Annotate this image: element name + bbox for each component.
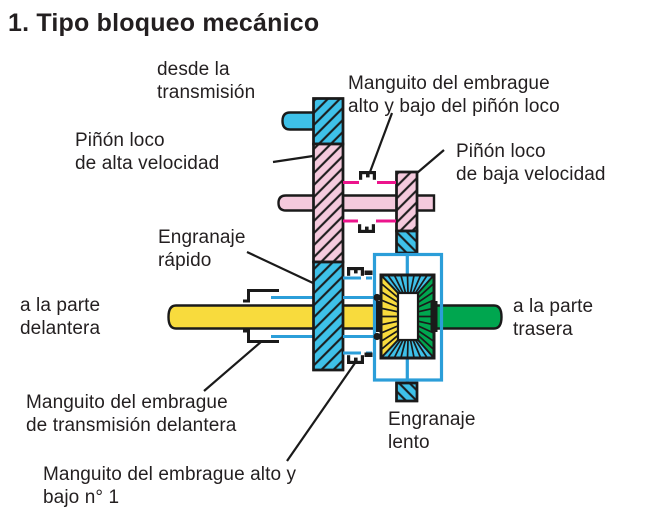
hub-front-shaft: [376, 301, 383, 332]
input-shaft-from-transmission: [281, 111, 316, 131]
rear-output-shaft-green: [430, 304, 503, 330]
label-manguito-transmision-delantera: Manguito del embrague de transmisión del…: [26, 392, 237, 436]
front-output-shaft-yellow: [167, 304, 383, 330]
label-manguito-pinon-loco: Manguito del embrague alto y bajo del pi…: [348, 73, 560, 117]
leader-manguito-delantera: [203, 340, 263, 392]
label-a-la-parte-trasera: a la parte trasera: [513, 296, 594, 340]
clutch-sleeve-n1-bottom: [347, 355, 364, 364]
slow-gear-bottom-bearing: [395, 381, 419, 403]
gear-top-cyan: [312, 97, 345, 146]
front-clutch-fork-symbols: [243, 289, 279, 343]
label-engranaje-lento: Engranaje lento: [388, 409, 476, 453]
bevel-quadrant-seams: [380, 274, 435, 359]
rear-coupling-lines: [343, 270, 381, 357]
bevel-teeth-rays: [380, 274, 435, 359]
front-coupling-lines: [271, 296, 313, 338]
label-pinon-baja-velocidad: Piñón loco de baja velocidad: [456, 141, 606, 185]
leader-pinon-baja: [416, 149, 445, 174]
idler-clutch-lines: [343, 181, 396, 223]
main-gear-column: [312, 97, 345, 372]
hub-rear-shaft: [430, 301, 438, 332]
label-desde-la-transmision: desde la transmisión: [157, 59, 256, 103]
coupling-node-bottom: [373, 332, 381, 341]
gear-engranaje-rapido: [312, 260, 345, 372]
leader-manguito-n1: [286, 362, 356, 462]
label-pinon-alta-velocidad: Piñón loco de alta velocidad: [75, 130, 220, 174]
clutch-sleeve-n1-top: [347, 267, 364, 276]
gear-pinon-baja-velocidad: [395, 170, 419, 255]
clutch-sleeve-idler-bottom: [358, 224, 375, 233]
leader-lines: [203, 112, 445, 462]
page-title: 1. Tipo bloqueo mecánico: [8, 9, 320, 37]
coupling-node-top: [373, 293, 381, 302]
label-a-la-parte-delantera: a la parte delantera: [20, 295, 101, 339]
label-engranaje-rapido: Engranaje rápido: [158, 227, 246, 271]
gear-engranaje-lento: [379, 273, 436, 360]
leader-manguito-pinon: [368, 112, 394, 173]
label-manguito-alto-bajo-n1: Manguito del embrague alto y bajo n° 1: [43, 464, 297, 508]
leader-pinon-alta: [272, 154, 314, 164]
gear-pinon-alta-velocidad: [312, 142, 345, 264]
leader-engranaje-rapido: [246, 251, 314, 284]
clutch-sleeve-idler-top: [359, 171, 376, 180]
